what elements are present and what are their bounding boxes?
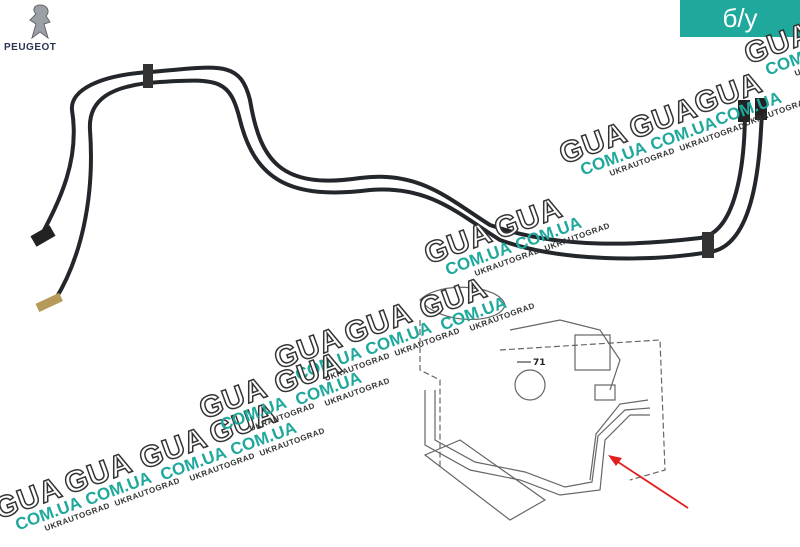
hose-connector	[755, 98, 767, 120]
hose-fitting	[35, 292, 63, 313]
fuel-hose-pair	[38, 65, 764, 302]
hose-clip	[702, 232, 714, 258]
hose-connector	[30, 225, 56, 247]
callout-label: 71	[533, 358, 546, 368]
red-arrow	[608, 455, 689, 509]
peugeot-lion-icon	[29, 4, 51, 40]
product-photo: 71	[30, 64, 767, 521]
brand-logo-text: PEUGEOT	[4, 42, 57, 53]
hose-clip	[143, 64, 153, 88]
peugeot-logo: PEUGEOT	[0, 0, 80, 62]
hose-connector	[738, 100, 750, 122]
used-badge: б/у	[680, 0, 800, 37]
parts-schematic	[419, 286, 666, 521]
